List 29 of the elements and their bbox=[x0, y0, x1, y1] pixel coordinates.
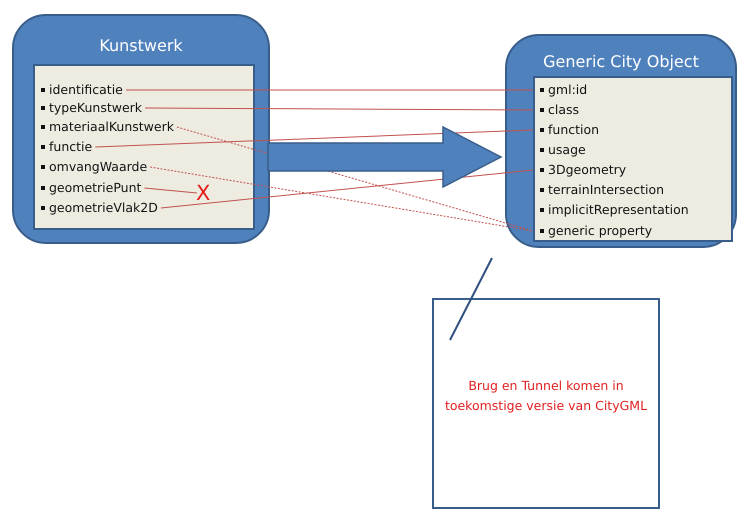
class-title: Generic City Object bbox=[542, 52, 700, 71]
class-title: Kunstwerk bbox=[98, 36, 184, 55]
attribute-item: function bbox=[532, 122, 600, 138]
mapping-line bbox=[94, 130, 534, 148]
attribute-item: implicitRepresentation bbox=[532, 202, 689, 218]
note-box bbox=[432, 298, 660, 509]
attribute-item: gml:id bbox=[532, 82, 588, 98]
attribute-item: geometriePunt bbox=[33, 180, 142, 196]
attribute-item: geometrieVlak2D bbox=[33, 200, 158, 216]
attribute-item: generic property bbox=[532, 223, 652, 239]
attribute-item: typeKunstwerk bbox=[33, 100, 142, 116]
attribute-item: omvangWaarde bbox=[33, 159, 148, 175]
class-box bbox=[505, 34, 737, 248]
mapping-line bbox=[144, 188, 198, 194]
attribute-item: functie bbox=[33, 139, 92, 155]
attribute-item: usage bbox=[532, 142, 586, 158]
connector-line bbox=[449, 258, 493, 340]
attribute-item: 3Dgeometry bbox=[532, 162, 626, 178]
mapping-line bbox=[160, 170, 534, 208]
mapping-line bbox=[150, 166, 534, 232]
cross-mark: X bbox=[196, 182, 210, 204]
attribute-item: identificatie bbox=[33, 82, 123, 98]
mapping-line bbox=[144, 108, 534, 110]
attribute-item: terrainIntersection bbox=[532, 182, 664, 198]
note-text: Brug en Tunnel komen in toekomstige versie van CityGML bbox=[444, 377, 648, 415]
attribute-item: materiaalKunstwerk bbox=[33, 119, 174, 135]
block-arrow bbox=[267, 126, 503, 188]
attribute-item: class bbox=[532, 102, 580, 118]
class-box bbox=[12, 14, 270, 244]
